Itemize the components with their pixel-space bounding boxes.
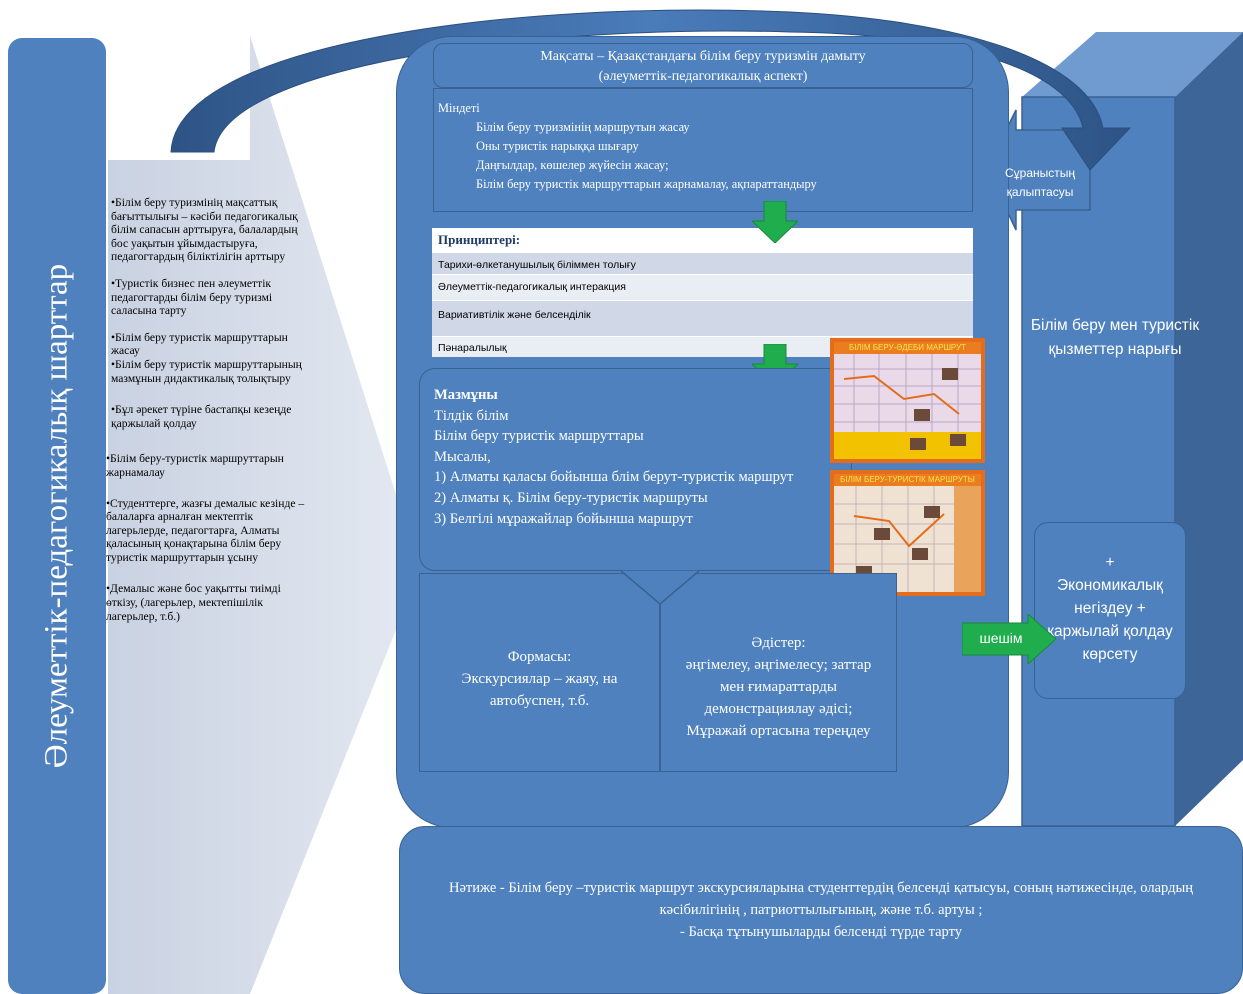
demand-label: Сұраныстың қалыптасуы [1004,166,1075,199]
content-line: 1) Алматы қаласы бойынша блім берут-тури… [434,469,794,486]
route-map-image: БІЛІМ БЕРУ-ӘДЕБИ МАРШРУТ [830,338,985,463]
economics-box: + Экономикалық негіздеу + қаржылай қолда… [1034,522,1186,699]
principle-row: Тарихи-өлкетанушылық біліммен толығу [432,253,973,274]
prism-top [1022,32,1243,97]
goal-line: Мақсаты – Қазақстандағы білім беру туриз… [540,49,866,64]
map-title: БІЛІМ БЕРУ-ӘДЕБИ МАРШРУТ [834,342,981,354]
decision-arrow-icon [962,614,1056,664]
task-item: Оны туристік нарыққа шығару [476,139,639,153]
result-line: - Басқа тұтынушыларды белсенді түрде тар… [680,924,962,940]
condition-item: •Бұл әрекет түріне бастапқы кезеңде қарж… [111,403,292,430]
result-line: Нәтиже - Білім беру –туристік маршрут эк… [449,880,1193,918]
tasks-box: Міндеті Білім беру туризмінің маршрутын … [433,88,973,212]
methods-heading: Әдістер: [751,635,806,651]
principle-row: Әлеуметтік-педагогикалық интеракция [432,275,973,300]
prism-side [1175,32,1243,826]
principles-heading: Принциптері: [432,228,973,252]
principles-table: Принциптері: Тарихи-өлкетанушылық білімм… [431,227,974,357]
condition-item: •Білім беру туристік маршруттарын жасау … [111,330,302,385]
form-heading: Формасы: [507,649,572,665]
content-line: 2) Алматы қ. Білім беру-туристік маршрут… [434,489,708,506]
side-title: Әлеуметтік-педагогикалық шарттар [38,263,75,769]
map-illustration [834,354,981,459]
goal-box: Мақсаты – Қазақстандағы білім беру туриз… [433,43,973,88]
connector-notch [620,570,700,605]
condition-item: •Студенттерге, жазғы демалыс кезінде – б… [106,496,305,564]
principle-row: Вариативтілік және белсенділік [432,301,973,336]
content-box: Мазмұны Тілдік білім Білім беру туристік… [419,368,852,571]
condition-item: •Демалыс және бос уақытты тиімді өткізу,… [106,582,281,623]
task-item: Білім беру туризмінің маршрутын жасау [476,120,690,134]
left-title-bar: Әлеуметтік-педагогикалық шарттар [8,38,106,994]
tasks-heading: Міндеті [438,101,480,115]
map-title: БІЛІМ БЕРУ-ТУРИСТІК МАРШРУТЫ [834,474,981,486]
content-line: 3) Белгілі мұражайлар бойынша маршрут [434,510,693,527]
market-label: Білім беру мен туристік қызметтер нарығы [1030,317,1200,358]
decision-label: шешім [979,630,1023,646]
content-heading: Мазмұны [434,387,498,403]
goal-line: (әлеуметтік-педагогикалық аспект) [598,69,808,84]
task-item: Даңғылдар, көшелер жүйесін жасау; [476,158,669,172]
chevron-arrow [108,36,420,994]
condition-item: •Білім беру-туристік маршруттарын жарнам… [106,452,284,479]
condition-item: •Туристік бизнес пен әлеуметтік педагогт… [111,276,273,318]
content-line: Білім беру туристік маршруттары [434,428,644,445]
down-arrow-icon [752,201,798,243]
economics-plus: + [1105,554,1115,571]
content-line: Тілдік білім [434,407,509,424]
prism-front [1021,96,1176,827]
content-line: Мысалы, [434,448,491,465]
task-item: Білім беру туристік маршруттарын жарнама… [476,177,817,191]
economics-text: Экономикалық негіздеу + қаржылай қолдау … [1047,577,1173,663]
conditions-list: •Білім беру туризмінің мақсаттық бағытты… [106,196,307,636]
form-box: Формасы: Экскурсиялар – жаяу, на автобус… [419,573,660,772]
result-box: Нәтиже - Білім беру –туристік маршрут эк… [399,826,1243,994]
condition-item: •Білім беру туризмінің мақсаттық бағытты… [111,196,298,264]
methods-text: әңгімелеу, әңгімелесу; заттар мен ғимара… [685,657,872,739]
methods-box: Әдістер: әңгімелеу, әңгімелесу; заттар м… [660,573,897,772]
form-text: Экскурсиялар – жаяу, на автобуспен, т.б. [461,671,618,709]
